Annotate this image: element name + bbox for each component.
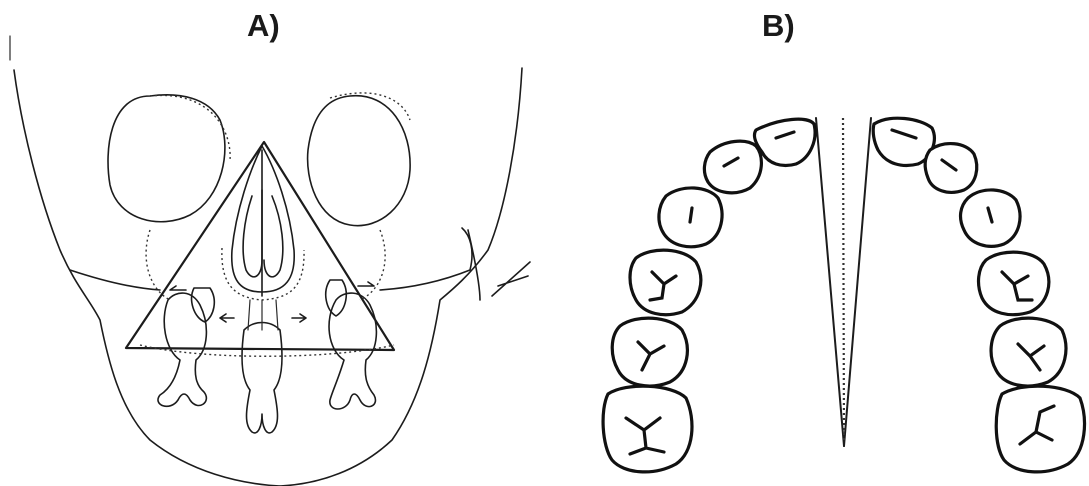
- panel-a: A): [0, 0, 540, 486]
- left-central-incisor: [754, 119, 815, 165]
- left-split-line: [816, 118, 844, 446]
- right-upper-tooth: [326, 280, 347, 316]
- midline-dotted: [843, 118, 844, 440]
- nasal-cavity-outer: [232, 146, 294, 292]
- skull-frontal-drawing: [0, 0, 540, 486]
- right-cheek-arrow: [358, 282, 374, 286]
- skull-left-outline: [14, 70, 280, 486]
- left-upper-tooth: [192, 288, 215, 322]
- right-ear-lines: [468, 230, 480, 300]
- right-first-molar: [996, 386, 1084, 472]
- right-orbit: [308, 96, 411, 226]
- right-arrow: [292, 314, 306, 322]
- central-incisors: [242, 323, 282, 433]
- right-second-premolar: [991, 318, 1066, 386]
- right-split-line: [844, 118, 871, 446]
- nasal-cavity-inner-right: [264, 196, 283, 277]
- left-orbit-dotted: [150, 95, 230, 160]
- dental-arch-drawing: [540, 0, 1089, 486]
- panel-b: B): [540, 0, 1089, 486]
- right-arrow-mark: [492, 262, 530, 296]
- expansion-triangle: [126, 142, 394, 350]
- skull-right-outline: [280, 68, 522, 486]
- left-orbit: [108, 95, 225, 222]
- nasal-cavity-inner-left: [243, 190, 262, 277]
- left-cheek-arrow: [170, 286, 186, 290]
- left-lateral-incisor: [704, 141, 761, 193]
- left-cheek: [70, 270, 160, 290]
- right-cheek: [380, 228, 472, 290]
- left-canine-mark: [690, 208, 692, 222]
- left-arrow: [220, 314, 234, 322]
